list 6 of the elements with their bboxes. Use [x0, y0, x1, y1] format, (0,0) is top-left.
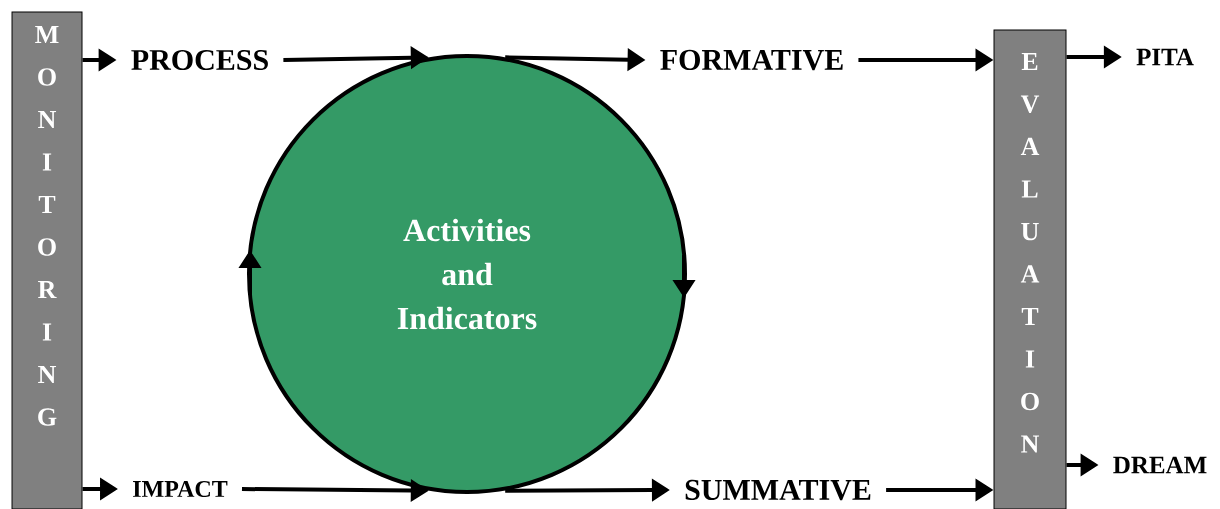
stage-label: DREAM [1113, 456, 1207, 474]
vertical-bar: EVALUATION [993, 29, 1067, 509]
vertical-bar: MONITORING [11, 11, 83, 509]
stage-label: SUMMATIVE [685, 479, 871, 501]
stage-label: PITA [1136, 48, 1194, 66]
stage-label: IMPACT [133, 480, 228, 498]
